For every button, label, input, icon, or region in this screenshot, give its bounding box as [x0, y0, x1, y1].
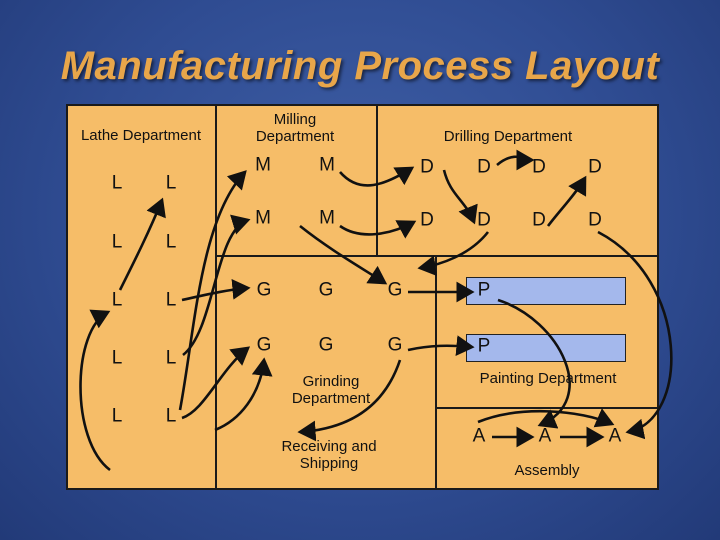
wall-grinding-painting	[435, 256, 437, 490]
grinding-machine: G	[256, 279, 272, 301]
drilling-machine: D	[588, 209, 602, 231]
grinding-label-line: Department	[291, 390, 371, 407]
grinding-machine: G	[387, 279, 403, 301]
lathe-machine: L	[111, 289, 123, 311]
grinding-machine: G	[318, 279, 334, 301]
paint-booth-1	[466, 277, 626, 305]
flow-arrow	[477, 408, 615, 428]
flow-arrow	[79, 309, 111, 472]
grinding-machine: G	[256, 334, 272, 356]
milling-label-line: Milling	[273, 111, 317, 128]
grinding-machine: G	[387, 334, 403, 356]
grinding-machine: G	[318, 334, 334, 356]
painting-department-label: Painting Department	[479, 370, 617, 387]
wall-painting-bottom	[436, 407, 659, 409]
flow-arrow	[417, 231, 490, 276]
flow-arrow	[546, 175, 587, 227]
flow-arrow	[181, 346, 251, 420]
milling-machine: M	[255, 154, 271, 176]
receiving-label-line: Shipping	[299, 455, 359, 472]
wall-upper-horizontal	[216, 255, 659, 257]
painting-machine: P	[477, 335, 491, 357]
flow-arrow	[339, 220, 417, 239]
flow-arrow	[118, 197, 166, 291]
assembly-station: A	[472, 425, 486, 447]
flow-arrow	[442, 169, 478, 225]
flow-arrow	[297, 359, 402, 442]
assembly-label: Assembly	[514, 462, 580, 479]
flow-arrow	[181, 278, 251, 302]
lathe-machine: L	[111, 347, 123, 369]
flow-arrow	[178, 170, 247, 411]
flow-arrow	[299, 224, 388, 285]
drilling-machine: D	[588, 156, 602, 178]
flow-arrow	[497, 298, 571, 429]
flow-arrow	[407, 335, 475, 356]
lathe-machine: L	[111, 405, 123, 427]
lathe-machine: L	[111, 172, 123, 194]
drilling-machine: D	[477, 156, 491, 178]
flow-arrow	[182, 214, 251, 357]
lathe-machine: L	[165, 289, 177, 311]
wall-lathe-right	[215, 104, 217, 490]
assembly-station: A	[608, 425, 622, 447]
lathe-machine: L	[165, 405, 177, 427]
lathe-machine: L	[165, 347, 177, 369]
grinding-label-line: Grinding	[302, 373, 360, 390]
drilling-machine: D	[477, 209, 491, 231]
drilling-machine: D	[532, 156, 546, 178]
flow-arrow	[214, 357, 273, 432]
drilling-machine: D	[420, 209, 434, 231]
lathe-machine: L	[111, 231, 123, 253]
drilling-machine: D	[420, 156, 434, 178]
page-title: Manufacturing Process Layout	[60, 44, 660, 88]
drilling-machine: D	[532, 209, 546, 231]
drilling-department-label: Drilling Department	[443, 128, 573, 145]
wall-milling-right	[376, 104, 378, 256]
painting-machine: P	[477, 279, 491, 301]
lathe-machine: L	[165, 231, 177, 253]
flow-arrow	[597, 230, 673, 440]
flow-arrow	[339, 166, 415, 187]
lathe-department-label: Lathe Department	[80, 127, 202, 144]
milling-machine: M	[255, 207, 271, 229]
flow-arrow	[496, 149, 535, 171]
milling-label-line: Department	[255, 128, 335, 145]
milling-machine: M	[319, 154, 335, 176]
assembly-station: A	[538, 425, 552, 447]
receiving-label-line: Receiving and	[281, 438, 377, 455]
lathe-machine: L	[165, 172, 177, 194]
milling-machine: M	[319, 207, 335, 229]
